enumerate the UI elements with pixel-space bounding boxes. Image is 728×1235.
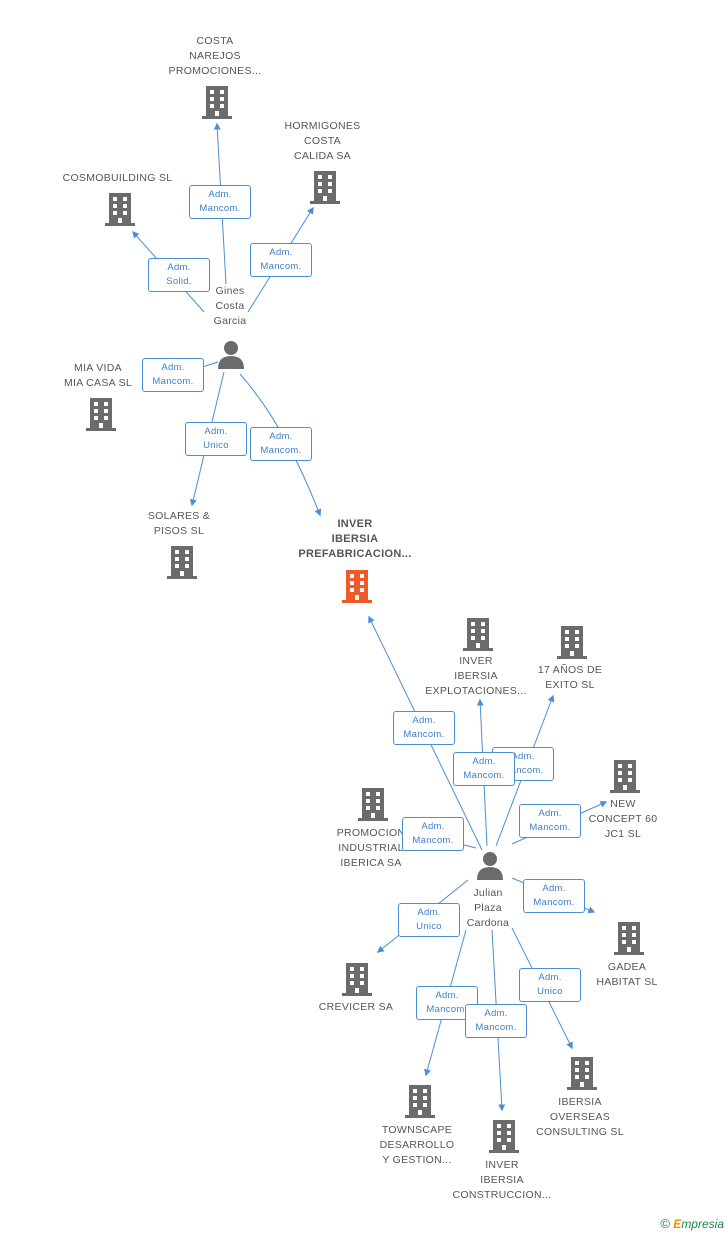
relation-label-julian-explot[interactable]: Adm. Mancom.: [453, 752, 515, 786]
building-icon: [342, 963, 372, 996]
footer-brand: © Empresia: [660, 1216, 724, 1231]
building-icon: [310, 171, 340, 204]
relation-label-gines-mia-vida[interactable]: Adm. Mancom.: [142, 358, 204, 392]
relation-label-gines-hormigones[interactable]: Adm. Mancom.: [250, 243, 312, 277]
building-icon: [405, 1085, 435, 1118]
relation-label-gines-prefab[interactable]: Adm. Mancom.: [250, 427, 312, 461]
node-label: SOLARES & PISOS SL: [147, 510, 211, 537]
building-icon: [614, 922, 644, 955]
relation-label-julian-gadea[interactable]: Adm. Mancom.: [523, 879, 585, 913]
building-icon: [202, 86, 232, 119]
node-label: CREVICER SA: [318, 1001, 394, 1013]
brand-initial: E: [673, 1217, 682, 1231]
brand-name: mpresia: [681, 1217, 724, 1231]
relation-label-julian-newconcept[interactable]: Adm. Mancom.: [519, 804, 581, 838]
person-icon: [477, 852, 503, 880]
node-label: TOWNSCAPE DESARROLLO Y GESTION...: [379, 1124, 455, 1166]
building-icon: [105, 193, 135, 226]
node-label: COSTA NAREJOS PROMOCIONES...: [168, 35, 262, 77]
node-label: IBERSIA OVERSEAS CONSULTING SL: [536, 1096, 624, 1138]
relation-label-julian-construccion[interactable]: Adm. Mancom.: [465, 1004, 527, 1038]
node-label: NEW CONCEPT 60 JC1 SL: [588, 798, 658, 840]
relation-label-gines-solares[interactable]: Adm. Unico: [185, 422, 247, 456]
node-label: Gines Costa Garcia: [213, 285, 247, 327]
building-icon: [610, 760, 640, 793]
building-icon: [557, 626, 587, 659]
node-label: GADEA HABITAT SL: [596, 961, 658, 988]
building-icon: [358, 788, 388, 821]
person-icon: [218, 341, 244, 369]
building-icon: [567, 1057, 597, 1090]
node-label: MIA VIDA MIA CASA SL: [63, 362, 133, 389]
relation-label-gines-cosmobuilding[interactable]: Adm. Solid.: [148, 258, 210, 292]
building-icon: [167, 546, 197, 579]
building-icon: [463, 618, 493, 651]
node-label: INVER IBERSIA EXPLOTACIONES...: [425, 655, 527, 697]
node-label: PROMOCION INDUSTRIAL IBERICA SA: [336, 827, 406, 869]
relation-label-julian-crevicer[interactable]: Adm. Unico: [398, 903, 460, 937]
relation-label-julian-promocion[interactable]: Adm. Mancom.: [402, 817, 464, 851]
building-icon: [86, 398, 116, 431]
building-icon-highlighted: [342, 570, 372, 603]
building-icon: [489, 1120, 519, 1153]
relation-label-julian-overseas[interactable]: Adm. Unico: [519, 968, 581, 1002]
node-label: 17 AÑOS DE EXITO SL: [537, 664, 603, 691]
copyright-icon: ©: [660, 1216, 670, 1231]
relation-label-gines-costa-narejos[interactable]: Adm. Mancom.: [189, 185, 251, 219]
node-label-main: INVER IBERSIA PREFABRICACION...: [298, 518, 412, 560]
node-label: HORMIGONES COSTA CALIDA SA: [284, 120, 361, 162]
node-label: Julian Plaza Cardona: [466, 887, 510, 929]
relation-label-julian-prefab[interactable]: Adm. Mancom.: [393, 711, 455, 745]
node-label: INVER IBERSIA CONSTRUCCION...: [452, 1159, 552, 1201]
node-label: COSMOBUILDING SL: [62, 172, 173, 184]
